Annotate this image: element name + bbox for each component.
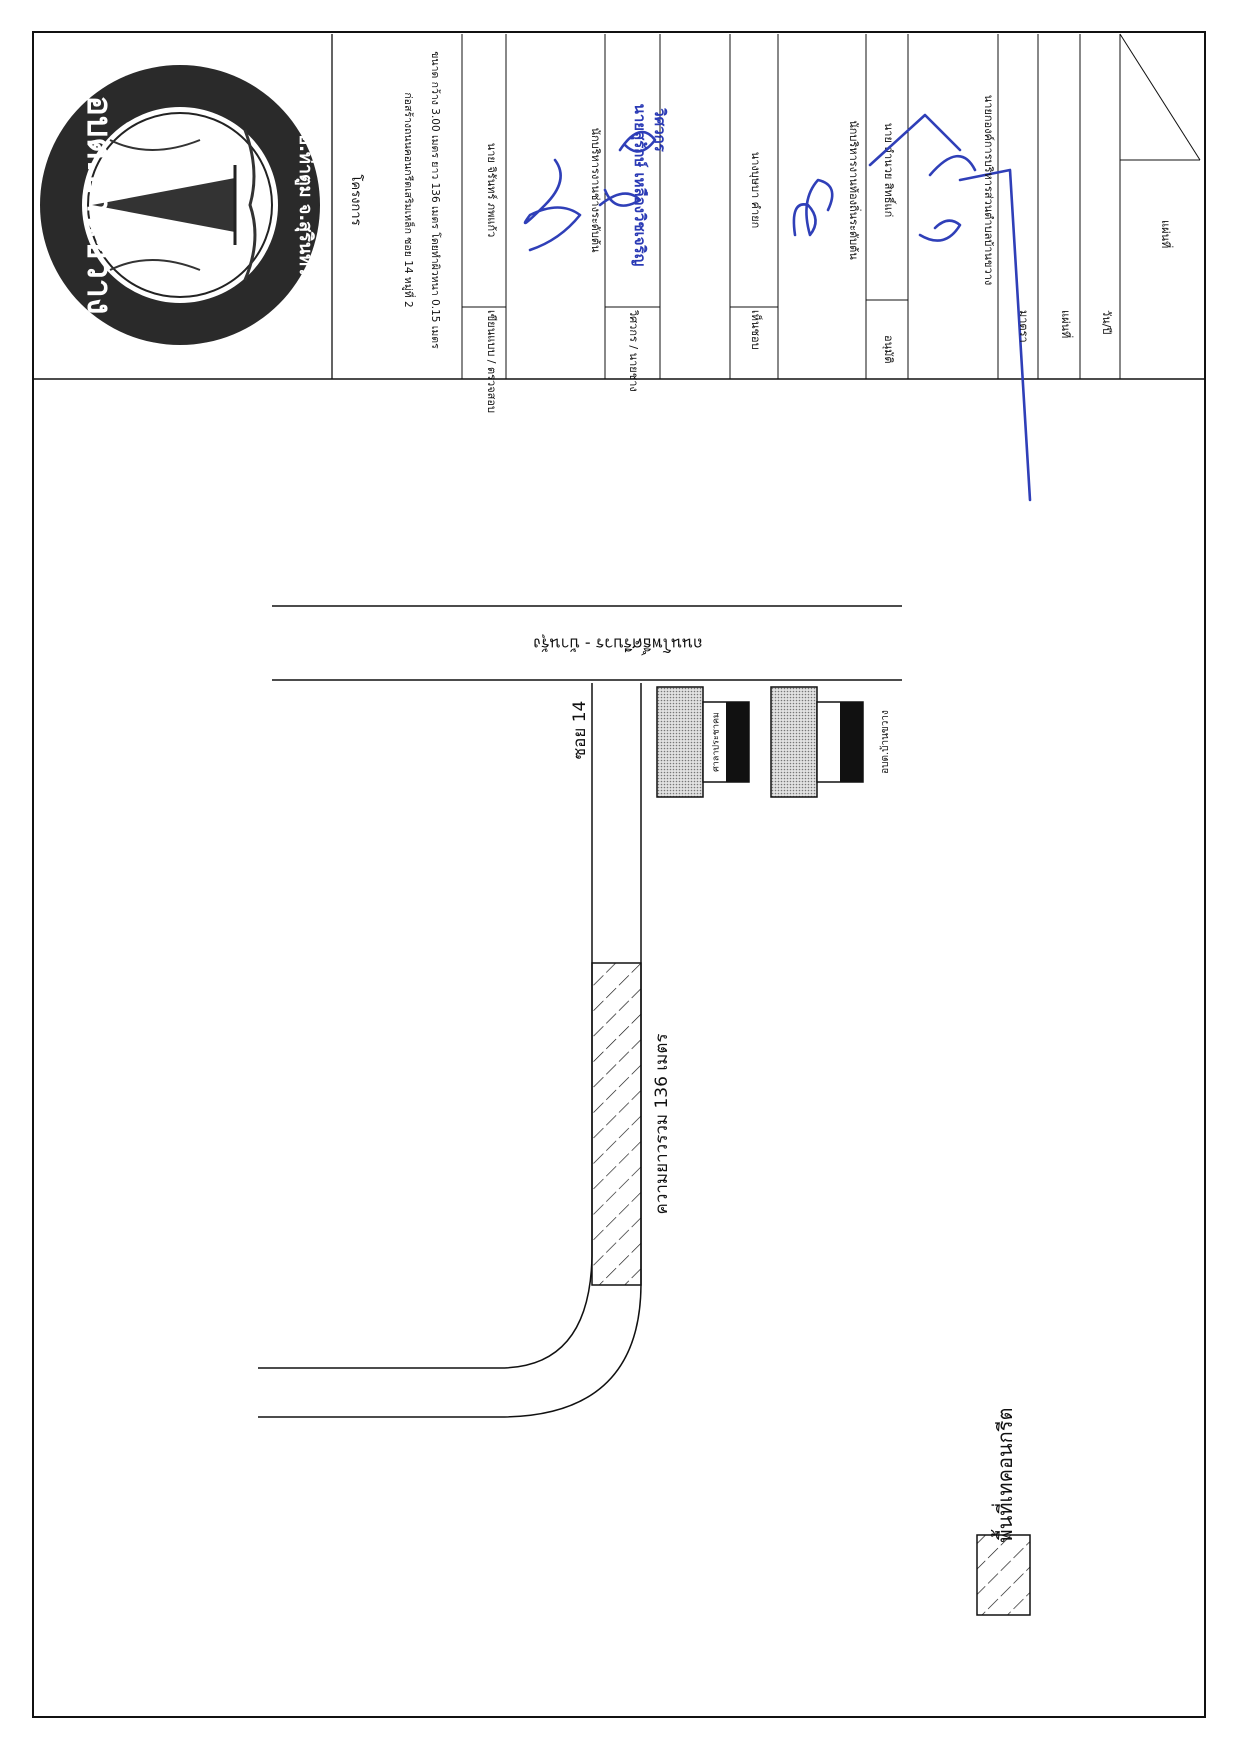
legend: พื้นที่เทคอนกรีต (976, 1408, 1031, 1616)
designer-signature (523, 158, 582, 252)
designer-position: นักบริหารงานช่างระดับต้น (589, 127, 602, 253)
authorize-label: อนุมัติ (882, 335, 895, 364)
authorize-position: นายกองค์การบริหารส่วนตำบลบ้านขวาง (982, 95, 995, 286)
soi-road-edge-right (258, 683, 642, 1418)
length-label: ความยาวรวม 136 เมตร (652, 1033, 672, 1214)
legend-label: พื้นที่เทคอนกรีต (991, 1408, 1017, 1543)
engineer-label: วิศวกร / นายช่าง (627, 309, 640, 392)
seal-text-top: อบต.บ้านขวาง (79, 96, 119, 315)
designer-label: เขียนแบบ / ตรวจสอบ (485, 310, 498, 413)
building-1-label: ศาลาประชาคม (712, 712, 722, 772)
approver-position: นักบริหารงานท้องถิ่นระดับต้น (847, 120, 862, 260)
project-label: โครงการ (348, 174, 364, 225)
approver-name: นางบุษบา คำยก (749, 152, 762, 229)
approver-signature (792, 178, 834, 237)
authorize-signature (868, 113, 1032, 502)
engineer-name: นายสุรักษ์ เหลืองวิชเจริญ (630, 104, 649, 267)
date-label: วัน/ปี (1100, 310, 1113, 334)
authorize-name: นาย อำนวย สิทธิ์แก่ (882, 123, 897, 218)
designer-name: นาย จิรันทร์ ภพแก้ว (485, 143, 498, 238)
building-2: อบต.บ้านขวาง (770, 686, 891, 798)
page-label: แผ่นที่ (1159, 220, 1174, 248)
title-block: อบต.บ้านขวาง อ.ท่าตูม จ.สุรินทร์ โครงการ… (40, 33, 1201, 502)
concrete-area (591, 962, 642, 1286)
engineer-title: วิศวกร (651, 108, 669, 153)
soi-road-edge-left (258, 683, 593, 1369)
building-2-label: อบต.บ้านขวาง (879, 710, 891, 774)
main-road-label: ถนนโพธิ์ศรีบวร - บ้านรุ้ง (533, 634, 702, 656)
organization-seal: อบต.บ้านขวาง อ.ท่าตูม จ.สุรินทร์ (40, 65, 320, 345)
seal-text-bottom: อ.ท่าตูม จ.สุรินทร์ (294, 134, 317, 276)
project-line2: ขนาด กว้าง 3.00 เมตร ยาว 136 เมตร โดยทำผ… (429, 51, 442, 349)
site-plan: ถนนโพธิ์ศรีบวร - บ้านรุ้ง ซอย 14 ความยาว… (258, 605, 902, 1418)
sheet-border (32, 31, 1206, 1718)
legend-swatch (976, 1534, 1031, 1616)
engineer-signature (598, 130, 657, 207)
soi-label: ซอย 14 (570, 701, 590, 760)
building-1: ศาลาประชาคม (656, 686, 750, 798)
approver-label: เห็นชอบ (749, 310, 763, 350)
sheet-label: แผ่นที่ (1059, 310, 1074, 338)
project-line1: ก่อสร้างถนนคอนกรีตเสริมเหล็ก ซอย 14 หมู่… (402, 92, 416, 307)
scale-label: มาตรา (1017, 310, 1030, 343)
